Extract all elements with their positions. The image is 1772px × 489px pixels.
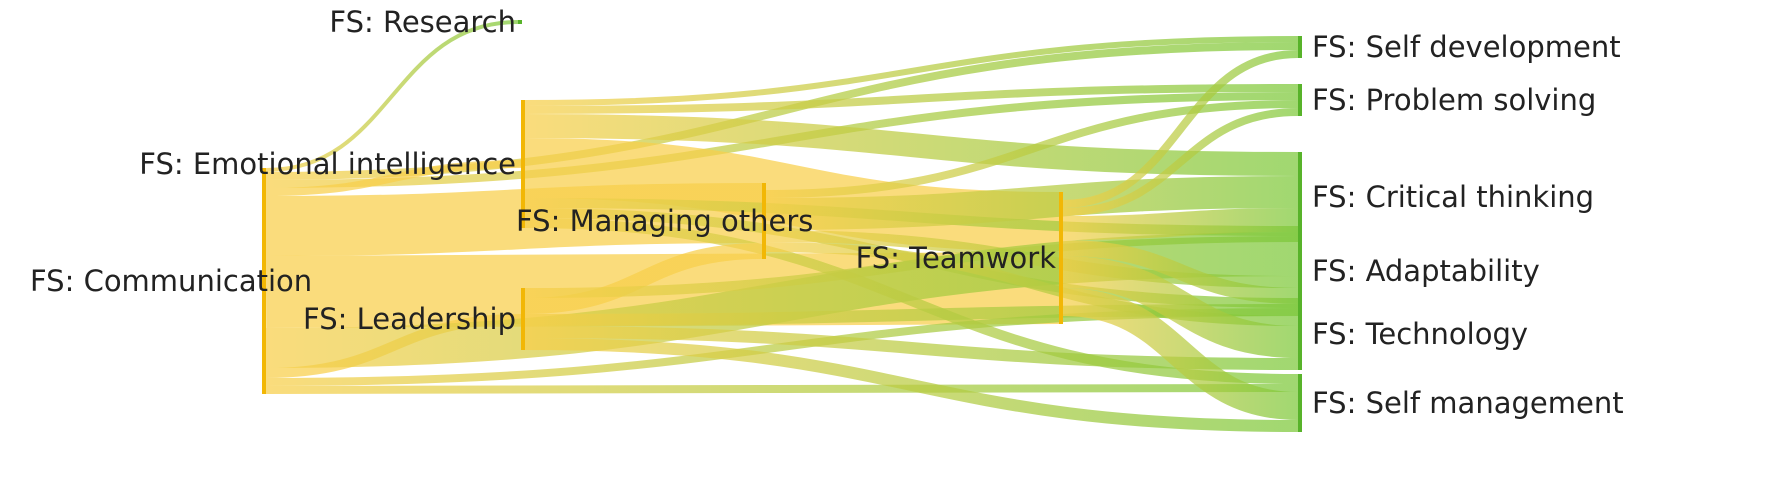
label-teamwork: FS: Teamwork <box>856 241 1057 275</box>
node-bar-leadership[interactable] <box>521 288 525 350</box>
label-research: FS: Research <box>329 5 516 39</box>
link-teamwork-to-problem[interactable] <box>1062 108 1299 216</box>
node-bar-teamwork[interactable] <box>1059 192 1063 324</box>
labels-layer: FS: Communication FS: Research FS: Emoti… <box>30 5 1624 420</box>
link-emotional-to-selfdev[interactable] <box>524 36 1299 106</box>
node-bar-problem-solving[interactable] <box>1298 84 1302 116</box>
link-teamwork-to-critical[interactable] <box>1062 208 1299 240</box>
label-self-development: FS: Self development <box>1312 30 1621 64</box>
node-bar-managing-others[interactable] <box>762 183 766 259</box>
label-leadership: FS: Leadership <box>303 302 516 336</box>
link-managing-to-critical[interactable] <box>765 176 1299 230</box>
link-teamwork-to-adapt[interactable] <box>1062 240 1299 304</box>
link-communication-to-research[interactable] <box>265 20 519 172</box>
node-bar-self-management[interactable] <box>1298 374 1302 432</box>
label-emotional-intelligence: FS: Emotional intelligence <box>139 147 516 181</box>
nodes-layer <box>262 20 1302 432</box>
node-bar-emotional-intelligence[interactable] <box>521 100 525 228</box>
link-leadership-to-managing[interactable] <box>524 243 763 314</box>
link-teamwork-to-selfmgmt[interactable] <box>1062 288 1299 420</box>
label-managing-others: FS: Managing others <box>516 204 813 238</box>
link-communication-to-emotional[interactable] <box>265 160 522 196</box>
label-self-management: FS: Self management <box>1312 386 1624 420</box>
node-bar-research[interactable] <box>518 20 522 24</box>
links-layer <box>265 20 1299 432</box>
link-teamwork-to-tech[interactable] <box>1062 256 1299 358</box>
link-teamwork-to-selfdev[interactable] <box>1062 50 1299 208</box>
label-critical-thinking: FS: Critical thinking <box>1312 180 1594 214</box>
node-bar-critical-thinking[interactable] <box>1298 152 1302 242</box>
link-communication-to-selfmgmt[interactable] <box>265 384 1299 394</box>
label-problem-solving: FS: Problem solving <box>1312 83 1596 117</box>
label-communication: FS: Communication <box>30 264 312 298</box>
node-bar-communication[interactable] <box>262 168 266 394</box>
node-bar-self-development[interactable] <box>1298 36 1302 58</box>
label-technology: FS: Technology <box>1312 317 1528 351</box>
link-leadership-to-critical[interactable] <box>524 232 1299 298</box>
node-bar-adaptability[interactable] <box>1298 226 1302 316</box>
node-bar-technology[interactable] <box>1298 298 1302 370</box>
link-emotional-to-selfmgmt[interactable] <box>524 218 1299 384</box>
link-emotional-to-problem[interactable] <box>524 84 1299 114</box>
link-leadership-to-adapt[interactable] <box>524 304 1299 326</box>
label-adaptability: FS: Adaptability <box>1312 254 1540 288</box>
link-leadership-to-tech[interactable] <box>524 326 1299 370</box>
link-leadership-to-selfmgmt[interactable] <box>524 338 1299 432</box>
